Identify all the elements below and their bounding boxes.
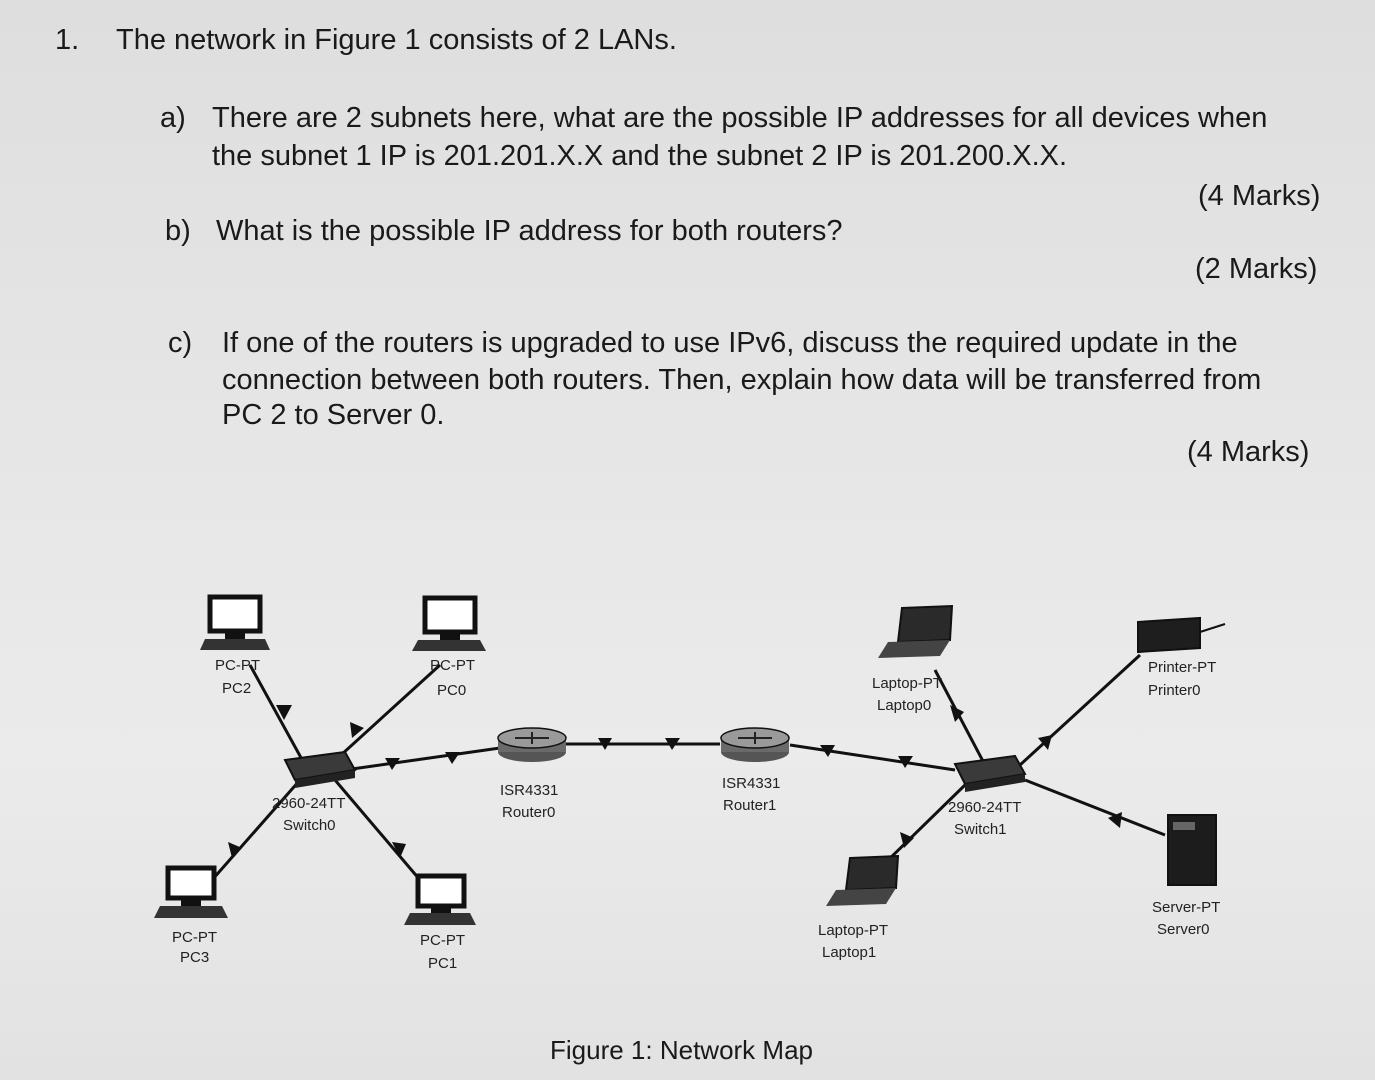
pc1-type-label: PC-PT: [420, 932, 465, 949]
laptop0-icon: [878, 604, 954, 658]
printer0-name-label: Printer0: [1148, 682, 1201, 699]
link-pc1-switch0: [333, 779, 422, 881]
pc1-icon: [404, 873, 476, 925]
pc3-type-label: PC-PT: [172, 929, 217, 946]
switch1-name-label: Switch1: [954, 821, 1007, 838]
router1-type-label: ISR4331: [722, 775, 780, 792]
link-pc2-switch0: [248, 664, 307, 766]
part-a-line-2: the subnet 1 IP is 201.201.X.X and the s…: [212, 140, 1068, 172]
laptop1-icon: [826, 854, 900, 906]
part-c-label: c): [168, 327, 193, 359]
question-number: 1.: [55, 24, 80, 56]
part-c-line-1: If one of the routers is upgraded to use…: [222, 327, 1238, 359]
part-a-label: a): [160, 102, 186, 134]
link-switch0-router0: [344, 746, 501, 772]
switch1-icon: [953, 754, 1027, 792]
pc0-name-label: PC0: [437, 682, 466, 699]
router1-icon: [720, 727, 790, 762]
server0-name-label: Server0: [1157, 921, 1210, 938]
pc0-type-label: PC-PT: [430, 657, 475, 674]
pc2-icon: [200, 594, 270, 650]
link-router1-switch1: [789, 743, 956, 772]
link-pc0-switch0: [328, 663, 442, 767]
laptop0-name-label: Laptop0: [877, 697, 931, 714]
link-laptop1-switch1: [878, 783, 967, 870]
pc3-name-label: PC3: [180, 949, 209, 966]
pc0-icon: [412, 595, 486, 651]
router0-name-label: Router0: [502, 804, 555, 821]
part-b-marks: (2 Marks): [1195, 253, 1318, 285]
link-laptop0-switch1: [933, 669, 987, 766]
router0-type-label: ISR4331: [500, 782, 558, 799]
part-c-line-2: connection between both routers. Then, e…: [222, 364, 1262, 396]
switch0-type-label: 2960-24TT: [272, 795, 345, 812]
switch1-type-label: 2960-24TT: [948, 799, 1021, 816]
figure-caption: Figure 1: Network Map: [550, 1035, 813, 1065]
laptop1-name-label: Laptop1: [822, 944, 876, 961]
server0-type-label: Server-PT: [1152, 899, 1220, 916]
printer0-icon: [1137, 616, 1226, 654]
link-markers: [228, 705, 1122, 858]
pc3-icon: [154, 865, 228, 918]
part-b-line-1: What is the possible IP address for both…: [216, 215, 843, 247]
part-b-label: b): [165, 215, 191, 247]
laptop1-type-label: Laptop-PT: [818, 922, 888, 939]
part-a-marks: (4 Marks): [1198, 180, 1321, 212]
switch0-name-label: Switch0: [283, 817, 336, 834]
switch0-icon: [283, 750, 357, 788]
router0-icon: [497, 727, 567, 762]
network-diagram: PC-PT PC2 PC-PT PC0 PC-PT PC3 PC-PT PC1 …: [154, 594, 1226, 972]
link-printer0-switch1: [1018, 653, 1142, 767]
part-a-line-1: There are 2 subnets here, what are the p…: [212, 102, 1268, 134]
question-title: The network in Figure 1 consists of 2 LA…: [116, 24, 677, 56]
network-links: [203, 653, 1166, 889]
printer0-type-label: Printer-PT: [1148, 659, 1216, 676]
part-c-line-3: PC 2 to Server 0.: [222, 399, 445, 431]
link-pc3-switch0: [203, 779, 302, 889]
link-server0-switch1: [1024, 778, 1166, 837]
part-c-marks: (4 Marks): [1187, 436, 1310, 468]
pc1-name-label: PC1: [428, 955, 457, 972]
router1-name-label: Router1: [723, 797, 776, 814]
laptop0-type-label: Laptop-PT: [872, 675, 942, 692]
pc2-name-label: PC2: [222, 680, 251, 697]
pc2-type-label: PC-PT: [215, 657, 260, 674]
server0-icon: [1167, 814, 1217, 886]
